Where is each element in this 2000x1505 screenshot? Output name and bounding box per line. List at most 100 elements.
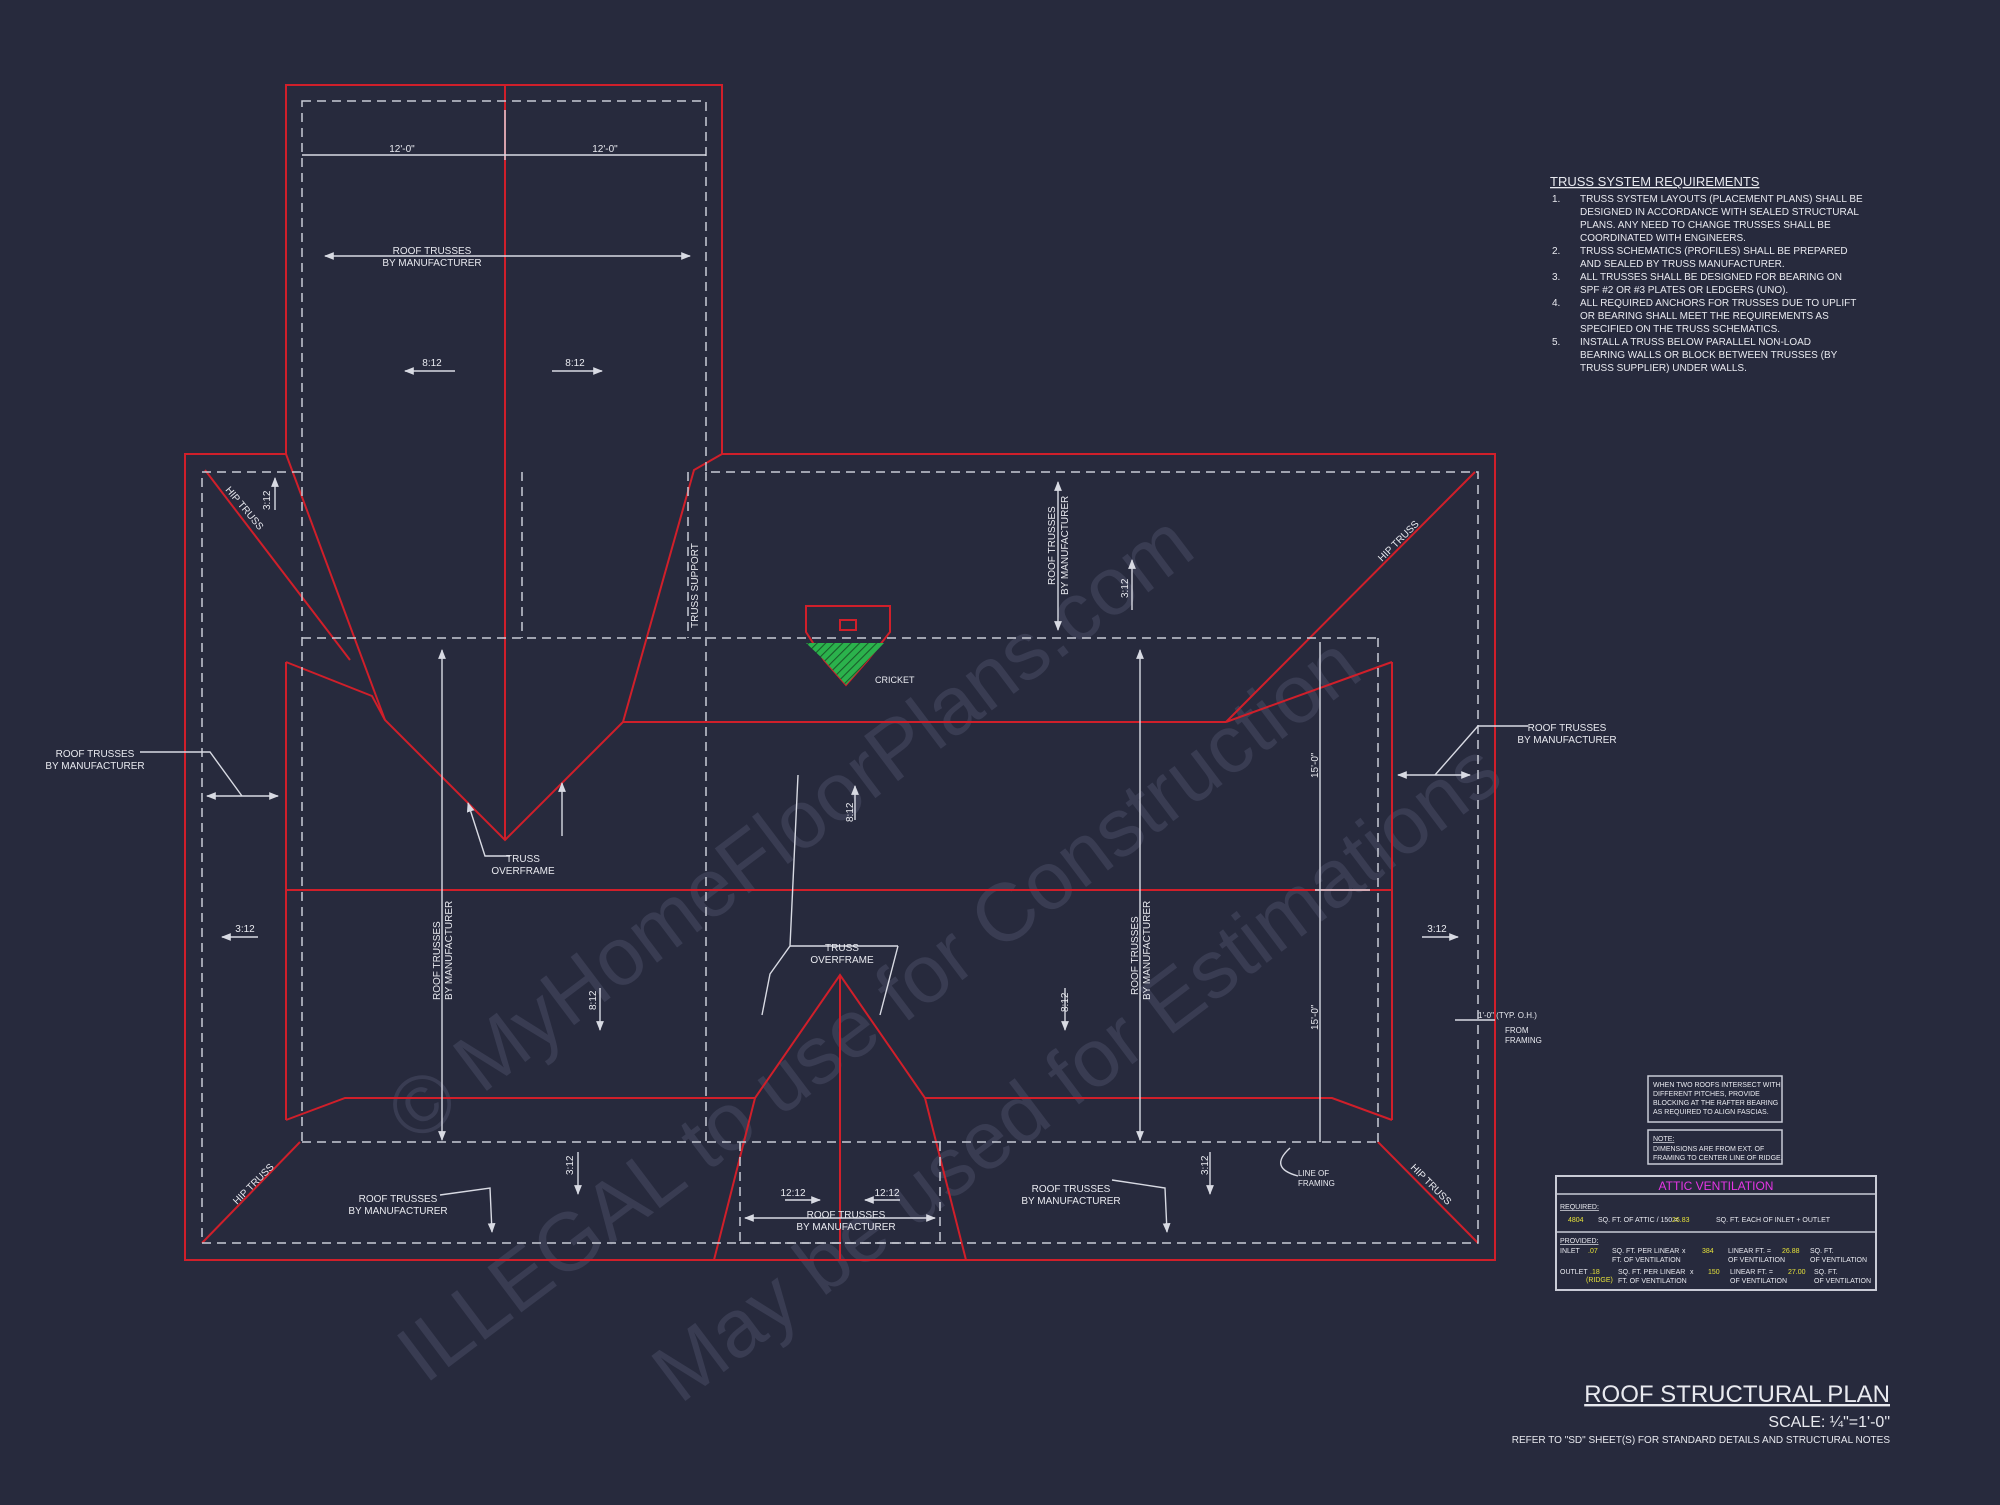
- req-text2: SQ. FT. EACH OF INLET + OUTLET: [1716, 1217, 1831, 1224]
- pitch-8-left: 8:12: [422, 358, 442, 369]
- outlet-t3: LINEAR FT. =: [1730, 1269, 1773, 1276]
- requirement-line: INSTALL A TRUSS BELOW PARALLEL NON-LOAD: [1580, 337, 1811, 348]
- outlet-t4: OF VENTILATION: [1730, 1278, 1787, 1285]
- attic-box: [1555, 1175, 1877, 1291]
- cricket-label: CRICKET: [875, 675, 915, 685]
- dim-12-left: 12'-0": [389, 144, 415, 155]
- right-rt-1: ROOF TRUSSES: [1528, 723, 1607, 734]
- rt-right-v1: ROOF TRUSSES: [1130, 916, 1141, 995]
- req-area: 4804: [1568, 1217, 1584, 1224]
- left-rt-1: ROOF TRUSSES: [56, 749, 135, 760]
- typ-oh-1: 1'-0" (TYP. O.H.): [1478, 1011, 1537, 1020]
- requirement-line: SPF #2 OR #3 PLATES OR LEDGERS (UNO).: [1580, 285, 1788, 296]
- note2-line: DIMENSIONS ARE FROM EXT. OF: [1653, 1146, 1764, 1153]
- requirement-number: 1.: [1552, 194, 1560, 205]
- pitch-3-br: 3:12: [1200, 1155, 1211, 1175]
- pitch-8-br: 8:12: [1060, 992, 1071, 1012]
- inlet-label: INLET: [1560, 1248, 1581, 1255]
- line-of-framing-2: FRAMING: [1298, 1179, 1335, 1188]
- notes-text: NOTE: WHEN TWO ROOFS INTERSECT WITH DIFFE…: [1653, 1082, 1783, 1162]
- outlet-t1: SQ. FT. PER LINEAR: [1618, 1269, 1685, 1276]
- requirement-line: TRUSS SUPPLIER) UNDER WALLS.: [1580, 363, 1747, 374]
- pitch-12-left: 12:12: [780, 1188, 805, 1199]
- hip-truss-tl: HIP TRUSS: [223, 485, 266, 533]
- hip-truss-bl: HIP TRUSS: [231, 1162, 276, 1207]
- note1-line: BLOCKING AT THE RAFTER BEARING: [1653, 1100, 1778, 1107]
- bottom-rt-right-1: ROOF TRUSSES: [1032, 1184, 1111, 1195]
- title-block: ROOF STRUCTURAL PLAN SCALE: ¼"=1'-0" REF…: [1512, 1381, 1891, 1446]
- roof-trusses-center-v2: BY MANUFACTURER: [1060, 496, 1071, 595]
- rt-left-v1: ROOF TRUSSES: [432, 921, 443, 1000]
- dimension-lines: [140, 110, 1528, 1233]
- requirement-number: 4.: [1552, 298, 1560, 309]
- truss-overframe-c2: OVERFRAME: [810, 955, 874, 966]
- note2-title: NOTE:: [1653, 1136, 1674, 1143]
- outlet-val: .18: [1590, 1269, 1600, 1276]
- requirement-line: SPECIFIED ON THE TRUSS SCHEMATICS.: [1580, 324, 1780, 335]
- pitch-3-right: 3:12: [1427, 924, 1447, 935]
- requirement-line: OR BEARING SHALL MEET THE REQUIREMENTS A…: [1580, 311, 1829, 322]
- plan-scale: SCALE: ¼"=1'-0": [1768, 1414, 1890, 1431]
- watermark: © MyHomeFloorPlans.com ILLEGAL to use fo…: [371, 496, 1517, 1419]
- inlet-val: .07: [1588, 1248, 1598, 1255]
- bottom-rt-center-2: BY MANUFACTURER: [796, 1222, 895, 1233]
- pitch-8-bl: 8:12: [588, 990, 599, 1010]
- requirement-line: ALL TRUSSES SHALL BE DESIGNED FOR BEARIN…: [1580, 272, 1842, 283]
- requirement-line: COORDINATED WITH ENGINEERS.: [1580, 233, 1746, 244]
- provided-label: PROVIDED:: [1560, 1238, 1599, 1245]
- roof-trusses-top-2: BY MANUFACTURER: [382, 258, 481, 269]
- outlet-len: 150: [1708, 1269, 1720, 1276]
- plan-refer-note: REFER TO "SD" SHEET(S) FOR STANDARD DETA…: [1512, 1435, 1891, 1446]
- note1-line: DIFFERENT PITCHES, PROVIDE: [1653, 1091, 1760, 1098]
- typ-oh-2: FROM: [1505, 1026, 1529, 1035]
- pitch-8-center: 8:12: [845, 802, 856, 822]
- pitch-8-right: 8:12: [565, 358, 585, 369]
- outlet-t5: SQ. FT.: [1814, 1269, 1838, 1276]
- left-rt-2: BY MANUFACTURER: [45, 761, 144, 772]
- outlet-label: OUTLET: [1560, 1269, 1588, 1276]
- truss-overframe-l2: OVERFRAME: [491, 866, 555, 877]
- pitch-12-right: 12:12: [874, 1188, 899, 1199]
- roof-lines: [184, 84, 1496, 1261]
- dim-15-lower: 15'-0": [1310, 1004, 1321, 1030]
- outlet-sub: (RIDGE): [1586, 1277, 1613, 1284]
- req-text1: SQ. FT. OF ATTIC / 150 =: [1598, 1217, 1678, 1224]
- outlet-t6: OF VENTILATION: [1814, 1278, 1871, 1285]
- rt-right-v2: BY MANUFACTURER: [1142, 901, 1153, 1000]
- bottom-rt-left-1: ROOF TRUSSES: [359, 1194, 438, 1205]
- pitch-3-left: 3:12: [235, 924, 255, 935]
- roof-trusses-top-1: ROOF TRUSSES: [393, 246, 472, 257]
- inlet-res: 26.88: [1782, 1248, 1800, 1255]
- truss-support: TRUSS SUPPORT: [690, 543, 701, 628]
- requirement-line: ALL REQUIRED ANCHORS FOR TRUSSES DUE TO …: [1580, 298, 1856, 309]
- bottom-rt-right-2: BY MANUFACTURER: [1021, 1196, 1120, 1207]
- truss-overframe-c1: TRUSS: [825, 943, 859, 954]
- pitch-3-center: 3:12: [1120, 578, 1131, 598]
- note2-line: FRAMING TO CENTER LINE OF RIDGE.: [1653, 1155, 1783, 1162]
- inlet-t6: OF VENTILATION: [1810, 1257, 1867, 1264]
- inlet-t3: LINEAR FT. =: [1728, 1248, 1771, 1255]
- hip-truss-tr: HIP TRUSS: [1376, 519, 1421, 564]
- requirement-number: 2.: [1552, 246, 1560, 257]
- note1-box: [1647, 1075, 1783, 1123]
- hip-truss-br: HIP TRUSS: [1408, 1162, 1453, 1207]
- typ-oh-3: FRAMING: [1505, 1036, 1542, 1045]
- outlet-res: 27.00: [1788, 1269, 1806, 1276]
- truss-overframe-l1: TRUSS: [506, 854, 540, 865]
- dim-12-right: 12'-0": [592, 144, 618, 155]
- requirement-number: 3.: [1552, 272, 1560, 283]
- requirement-line: AND SEALED BY TRUSS MANUFACTURER.: [1580, 259, 1785, 270]
- bottom-rt-center-1: ROOF TRUSSES: [807, 1210, 886, 1221]
- requirement-line: TRUSS SYSTEM LAYOUTS (PLACEMENT PLANS) S…: [1580, 194, 1863, 205]
- requirement-line: DESIGNED IN ACCORDANCE WITH SEALED STRUC…: [1580, 207, 1859, 218]
- inlet-t5: SQ. FT.: [1810, 1248, 1834, 1255]
- dim-15-upper: 15'-0": [1310, 752, 1321, 778]
- note1-line: AS REQUIRED TO ALIGN FASCIAS.: [1653, 1109, 1769, 1116]
- line-of-framing-1: LINE OF: [1298, 1169, 1329, 1178]
- note1-line: WHEN TWO ROOFS INTERSECT WITH: [1653, 1082, 1781, 1089]
- outlet-x: x: [1690, 1269, 1694, 1276]
- inlet-x: x: [1682, 1248, 1686, 1255]
- attic-title: ATTIC VENTILATION: [1659, 1179, 1774, 1193]
